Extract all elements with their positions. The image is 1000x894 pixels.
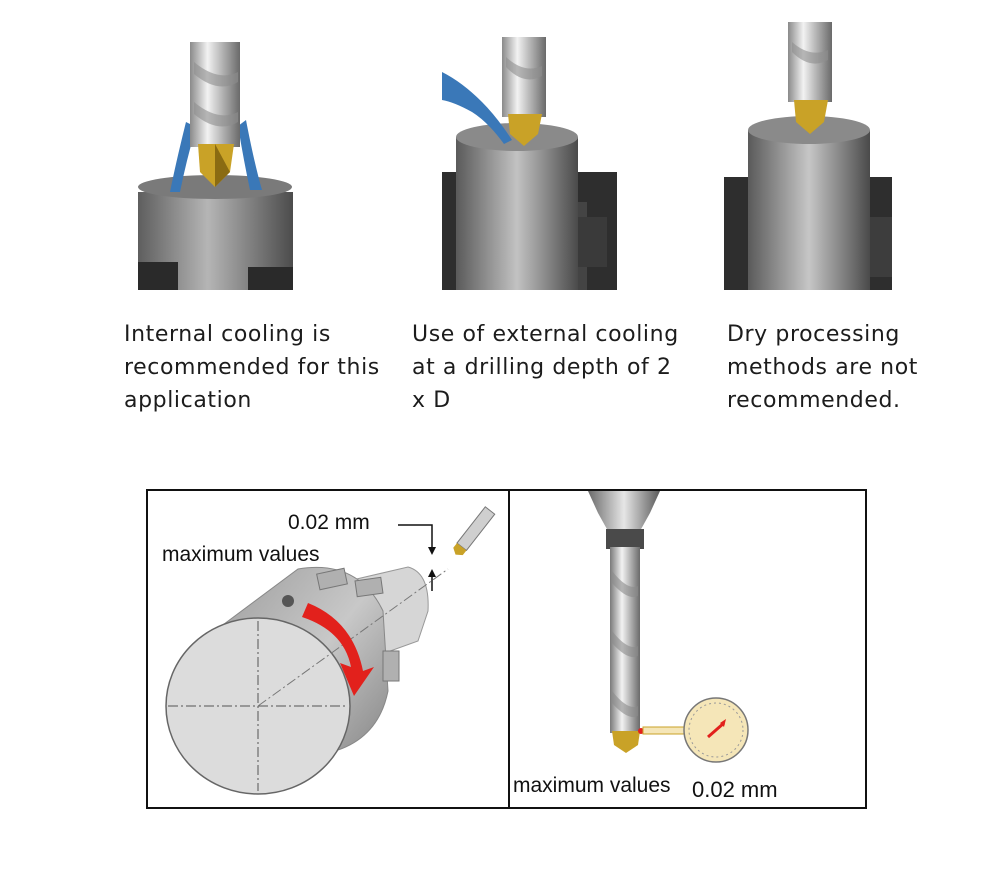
drill-runout-diagram	[588, 491, 749, 763]
tolerance-value-right: 0.02 mm	[692, 777, 778, 802]
chuck-jaw	[354, 576, 384, 598]
chuck-runout-diagram	[165, 506, 496, 795]
workpiece	[748, 130, 870, 290]
dry-processing-illustration	[724, 22, 892, 290]
panel-divider	[508, 491, 510, 807]
drill-insert	[508, 114, 542, 146]
caption-external-cooling: Use of external cooling at a drilling de…	[412, 322, 679, 413]
internal-cooling-illustration	[138, 42, 293, 290]
tolerance-panels: 0.02 mm maximum values maximum values 0.…	[146, 489, 867, 809]
workpiece	[456, 137, 578, 290]
arrow-down-icon	[428, 547, 436, 555]
caption-internal-cooling: Internal cooling is recommended for this…	[124, 322, 380, 413]
axis-line	[257, 568, 449, 707]
external-cooling-illustration	[442, 37, 617, 290]
coolant-stream-right	[238, 120, 262, 190]
gauge-needle	[707, 721, 725, 739]
tool-holder	[588, 491, 660, 531]
maximum-values-label-left: maximum values	[162, 543, 320, 566]
tolerance-value-left: 0.02 mm	[288, 511, 370, 534]
caption-dry-processing: Dry processing methods are not recommend…	[727, 322, 919, 413]
drill-insert	[794, 100, 828, 134]
maximum-values-label-right: maximum values	[513, 774, 671, 797]
coolant-stream	[442, 72, 512, 144]
small-drill-icon	[453, 506, 496, 556]
tolerance-leader	[398, 524, 433, 547]
rotation-arrow	[302, 603, 374, 696]
drill-insert	[612, 731, 640, 753]
chuck-jaw	[316, 567, 348, 591]
gauge-probe	[642, 726, 686, 735]
coolant-stream-left	[170, 122, 196, 192]
chuck-jaw	[382, 650, 400, 682]
arrow-up-icon	[428, 569, 436, 577]
drill-body	[190, 42, 240, 147]
chuck-screw	[282, 595, 294, 607]
